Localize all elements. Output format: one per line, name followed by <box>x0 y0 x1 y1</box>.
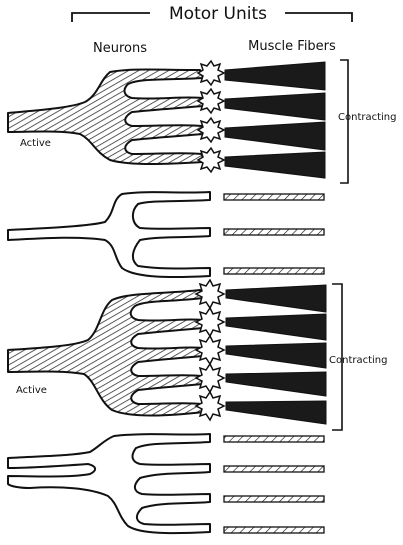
active-label-top: Active <box>20 138 51 149</box>
neurons-header: Neurons <box>93 41 147 56</box>
motor-unit-1-fibers <box>225 62 325 178</box>
motor-unit-3-fibers <box>226 285 326 424</box>
motor-unit-3-neuron <box>8 290 203 416</box>
motor-unit-4-fibers <box>224 436 324 533</box>
motor-unit-3-stars <box>196 280 224 420</box>
motor-unit-4-neuron <box>8 434 210 533</box>
contracting-label-bottom: Contracting <box>329 355 387 366</box>
diagram-title: Motor Units <box>169 4 267 24</box>
motor-unit-1-stars <box>198 61 224 172</box>
motor-unit-2-fibers <box>224 194 324 274</box>
motor-unit-2-neuron <box>8 192 210 277</box>
motor-unit-1-neuron <box>8 70 203 165</box>
contracting-label-top: Contracting <box>338 112 396 123</box>
muscle-fibers-header: Muscle Fibers <box>248 39 336 54</box>
active-label-bottom: Active <box>16 385 47 396</box>
